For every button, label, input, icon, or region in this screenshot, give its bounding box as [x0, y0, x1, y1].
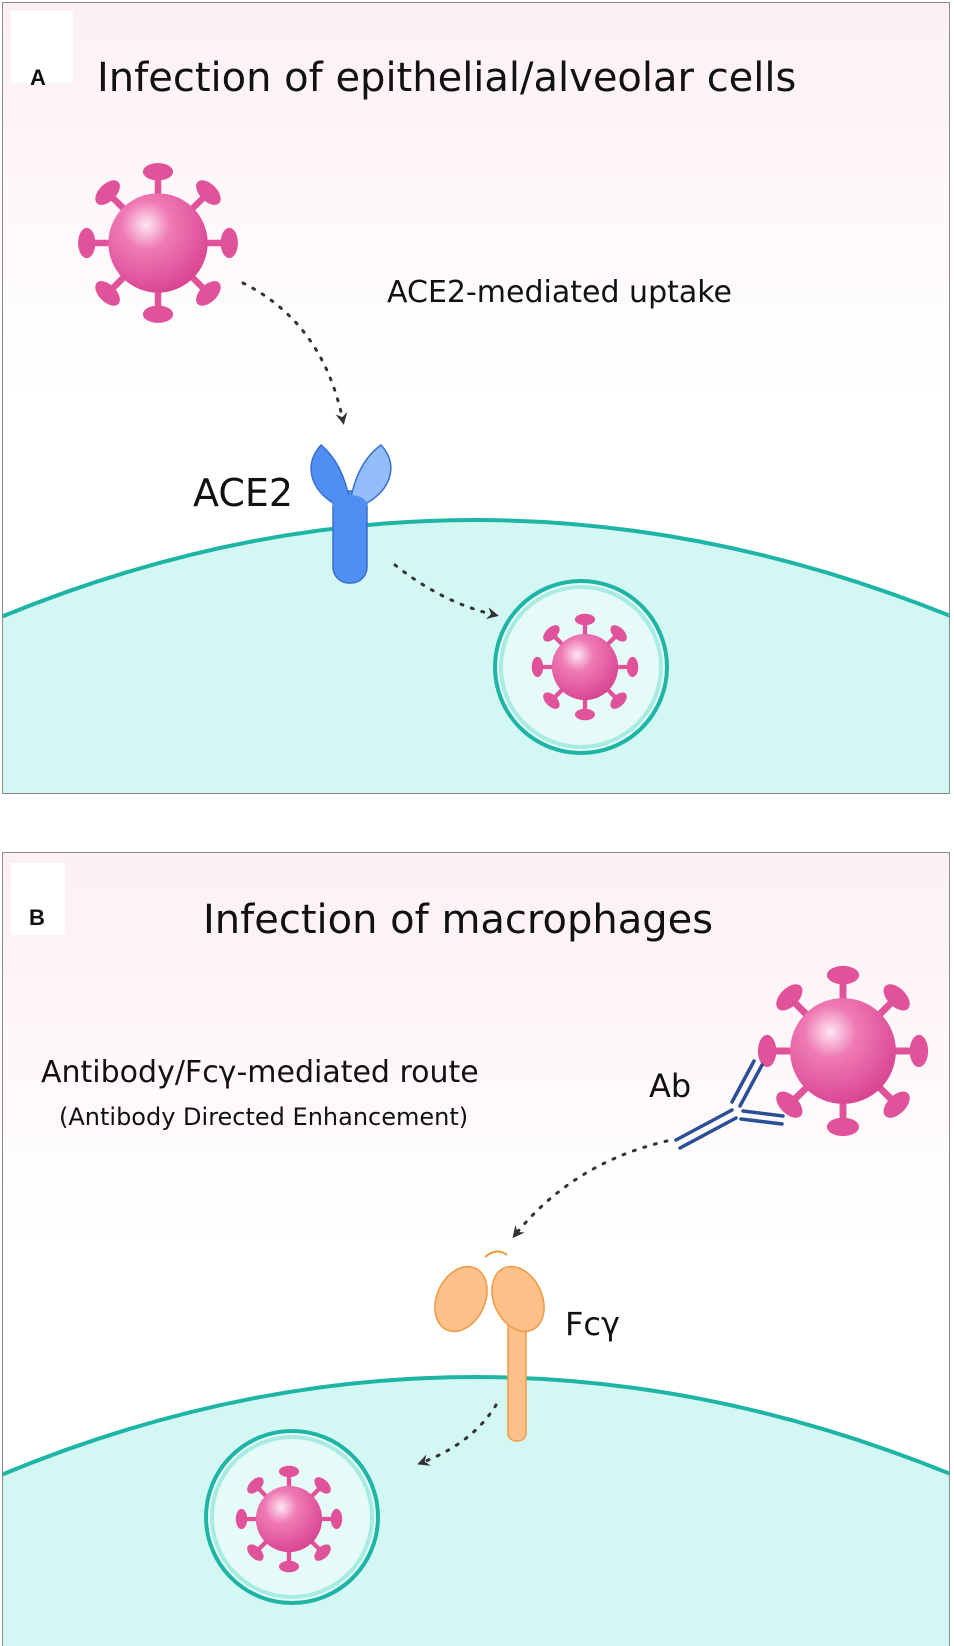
virus-icon [236, 1466, 343, 1573]
cell-membrane [3, 1375, 949, 1477]
virus-icon [532, 614, 639, 721]
route-sublabel: (Antibody Directed Enhancement) [59, 1103, 469, 1131]
endosome-icon [204, 1429, 380, 1605]
arrow-icon [417, 1403, 498, 1466]
endosome-icon [493, 579, 669, 755]
panel-title: Infection of macrophages [203, 897, 714, 943]
panel-letter: B [29, 905, 45, 930]
fc-receptor-label: Fcγ [565, 1305, 620, 1343]
ace2-receptor-icon [310, 443, 392, 584]
panel-label-box [11, 863, 65, 935]
antibody-icon [674, 1059, 785, 1150]
panel-letter: A [30, 65, 46, 90]
cell-body [3, 520, 949, 793]
panel-a-illustration [3, 3, 949, 793]
virus-icon [758, 966, 928, 1136]
fc-receptor-icon [434, 1250, 545, 1442]
antibody-label: Ab [649, 1067, 692, 1105]
panel-title: Infection of epithelial/alveolar cells [97, 55, 797, 101]
panel-b-illustration [3, 853, 949, 1646]
cell-membrane [3, 518, 949, 619]
arrow-icon [393, 563, 499, 620]
arrow-icon [512, 1139, 669, 1239]
route-label: ACE2-mediated uptake [387, 275, 733, 310]
panel-label-box [11, 11, 73, 83]
arrow-icon [241, 281, 348, 425]
panel-a: A Infection of epithelial/alveolar cells… [2, 2, 950, 794]
route-label: Antibody/Fcγ-mediated route [41, 1055, 479, 1090]
panel-b: B Infection of macrophages Antibody/Fcγ-… [2, 852, 950, 1646]
ace2-label: ACE2 [193, 471, 294, 515]
virus-icon [78, 163, 238, 323]
